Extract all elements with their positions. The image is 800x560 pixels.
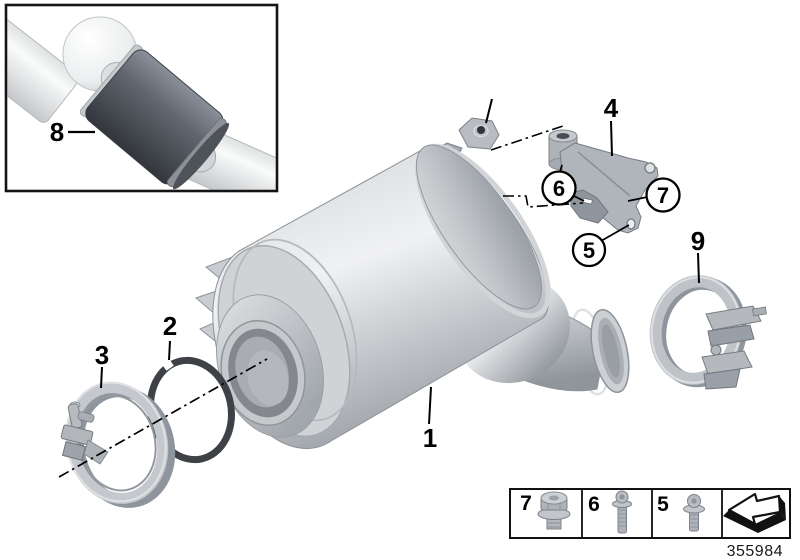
converter-assembly bbox=[195, 117, 630, 450]
tbolt-cross-pin bbox=[77, 411, 95, 423]
callout-5[interactable]: 5 bbox=[583, 238, 595, 263]
callout-7-circle[interactable]: 7 bbox=[645, 177, 681, 213]
callout-6-circle[interactable]: 6 bbox=[541, 170, 577, 206]
v-band-clamp bbox=[60, 381, 176, 508]
legend-number-5: 5 bbox=[657, 493, 669, 516]
tbolt-nut bbox=[61, 441, 87, 461]
callout-circle[interactable] bbox=[541, 170, 577, 206]
direction-arrow-icon bbox=[723, 492, 786, 533]
clamp-housing-upper bbox=[705, 305, 762, 331]
outlet-bore bbox=[602, 324, 620, 378]
gasket-ring-gap bbox=[163, 360, 174, 371]
leader-line-9 bbox=[697, 252, 700, 284]
inset-catalyst-body bbox=[79, 44, 230, 190]
tab-hole-rim bbox=[473, 124, 489, 138]
inset-downpipe bbox=[7, 6, 80, 123]
inset-box: 8 bbox=[4, 3, 279, 193]
callout-1[interactable]: 1 bbox=[423, 423, 437, 453]
bracket-hole-side bbox=[644, 162, 656, 174]
bracket-hole-lower bbox=[626, 218, 636, 230]
rear-end-cap bbox=[415, 144, 543, 310]
callout-9[interactable]: 9 bbox=[691, 226, 705, 256]
callout-circle[interactable] bbox=[645, 177, 681, 213]
tab-bolt-line bbox=[485, 98, 493, 124]
axis-line-front bbox=[58, 358, 268, 478]
legend-cell-bolt-7[interactable]: 7 bbox=[520, 491, 571, 530]
axis-line-bracket-lower bbox=[503, 195, 584, 208]
leader-line-1 bbox=[428, 386, 432, 425]
clamp-bolt bbox=[710, 344, 722, 356]
mounting-tab-main bbox=[458, 117, 500, 150]
callout-8[interactable]: 8 bbox=[50, 117, 64, 147]
hex-flange-bolt-icon bbox=[537, 491, 571, 530]
clamp-housing-lower bbox=[701, 350, 753, 375]
rear-exhaust-clamp bbox=[649, 275, 767, 390]
legend-box: 7 6 bbox=[509, 488, 791, 539]
legend-cell-bolt-6[interactable]: 6 bbox=[588, 490, 632, 534]
callout-3[interactable]: 3 bbox=[95, 340, 109, 370]
short-torx-bolt-icon bbox=[683, 494, 705, 532]
bracket-crease bbox=[577, 151, 631, 197]
leader-lines bbox=[100, 120, 700, 425]
callout-5-circle[interactable]: 5 bbox=[571, 232, 607, 268]
inlet-matrix-highlight bbox=[247, 350, 289, 406]
clamp-housing-mid bbox=[707, 324, 755, 347]
callout-6[interactable]: 6 bbox=[553, 176, 565, 201]
legend-number-7: 7 bbox=[520, 492, 532, 515]
leader-line-6b bbox=[573, 195, 585, 202]
legend-cell-bolt-5[interactable]: 5 bbox=[657, 493, 705, 532]
diagram-number: 355984 bbox=[727, 543, 783, 560]
clamp-hook bbox=[703, 368, 741, 390]
vband-latch bbox=[83, 439, 109, 465]
tbolt-trunnion bbox=[60, 424, 94, 446]
leader-line-3 bbox=[100, 366, 103, 389]
callout-2[interactable]: 2 bbox=[163, 311, 177, 341]
leader-line-2 bbox=[168, 340, 171, 361]
leader-line-4 bbox=[610, 120, 613, 157]
axis-line-bracket-upper bbox=[490, 125, 564, 151]
leader-line-5 bbox=[600, 224, 630, 242]
legend-number-6: 6 bbox=[588, 493, 600, 516]
callout-7[interactable]: 7 bbox=[657, 183, 669, 208]
callout-4[interactable]: 4 bbox=[604, 93, 619, 123]
clamp-pin bbox=[752, 306, 767, 317]
tab-bolt-hole bbox=[477, 126, 485, 134]
callout-circle[interactable] bbox=[571, 232, 607, 268]
assembly-lines bbox=[58, 98, 584, 478]
long-torx-bolt-icon bbox=[612, 490, 632, 534]
leader-line-7 bbox=[627, 196, 648, 202]
bushing-bolt-hole bbox=[556, 133, 570, 139]
